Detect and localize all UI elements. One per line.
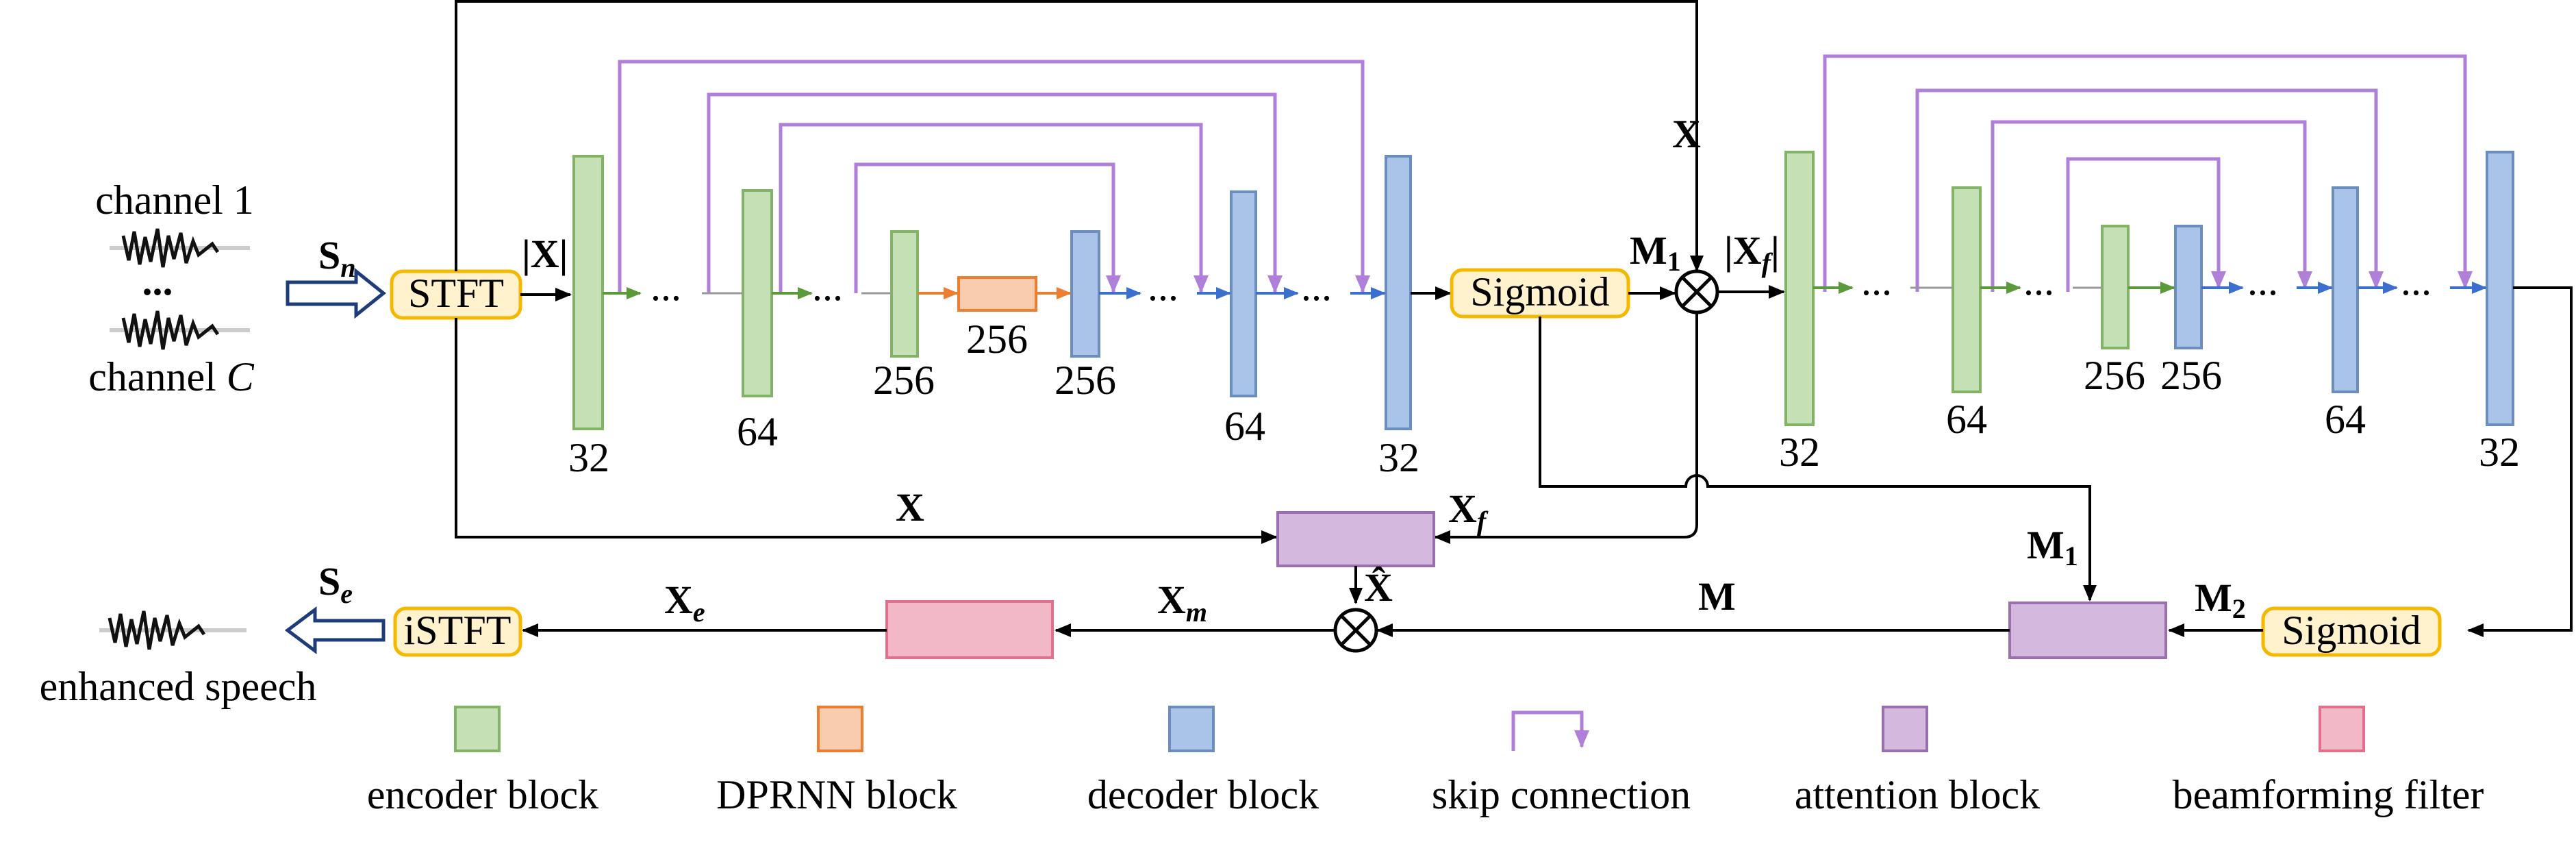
- sn-label: Sn: [318, 233, 356, 283]
- svg-text:Sigmoid: Sigmoid: [1470, 269, 1609, 314]
- abs-x-label: |X|: [522, 232, 568, 276]
- unet2-ch-dec32: 32: [2479, 430, 2520, 475]
- unet2-ch-enc256: 256: [2084, 353, 2145, 398]
- legend: encoder block DPRNN block decoder block …: [367, 706, 2484, 817]
- svg-text:beamforming filter: beamforming filter: [2173, 772, 2484, 817]
- svg-text:...: ...: [812, 264, 843, 309]
- xhat-label: X̂: [1364, 565, 1393, 610]
- svg-text:...: ...: [651, 264, 681, 309]
- waveform-icon: [110, 228, 250, 268]
- unet1-ch-enc32: 32: [568, 435, 609, 480]
- attention-block-1: [1276, 511, 1435, 567]
- unet1-ch-dec64: 64: [1224, 404, 1265, 449]
- unet2-flow: ... ... ... ...: [1813, 258, 2487, 303]
- legend-attention: attention block: [1795, 706, 2040, 817]
- unet1-enc-32: [572, 155, 604, 430]
- unet2-skips: [1823, 54, 2473, 292]
- unet2-dec-64: [2332, 186, 2359, 393]
- waveform-icon: [99, 610, 247, 650]
- sigmoid-op-2: Sigmoid: [2261, 606, 2442, 657]
- svg-text:DPRNN block: DPRNN block: [716, 772, 957, 817]
- unet1-ch-dec256: 256: [1055, 358, 1116, 403]
- unet2-ch-dec256: 256: [2160, 353, 2222, 398]
- svg-text:skip connection: skip connection: [1432, 772, 1691, 817]
- svg-text:STFT: STFT: [408, 271, 504, 316]
- unet2-to-sigmoid2-line: [2467, 286, 2573, 637]
- legend-decoder: decoder block: [1087, 706, 1319, 817]
- unet2-enc-64: [1952, 186, 1982, 393]
- x-bypass-bottom-line: [455, 318, 1278, 544]
- unet1-enc-64: [742, 189, 773, 397]
- svg-text:...: ...: [2247, 258, 2278, 303]
- xe-label: Xe: [664, 578, 705, 628]
- m1-label-top: M1: [1630, 228, 1681, 277]
- unet1-dec-64: [1230, 190, 1257, 397]
- hollow-arrow-out: [284, 606, 386, 654]
- input-section: channel 1 ... channel C Sn: [88, 177, 387, 399]
- unet2-ch-enc32: 32: [1779, 430, 1820, 475]
- se-label: Se: [318, 559, 353, 609]
- beamforming-filter-block: [885, 600, 1054, 659]
- unet1-ch-dec32: 32: [1378, 435, 1419, 480]
- unet1-dec-256: [1070, 230, 1100, 358]
- unet2-ch-enc64: 64: [1946, 397, 1987, 442]
- svg-text:attention block: attention block: [1795, 772, 2040, 817]
- istft-op: iSTFT: [393, 606, 522, 657]
- svg-text:decoder block: decoder block: [1087, 772, 1319, 817]
- waveform-icon: [110, 310, 250, 350]
- attention-block-2: [2008, 602, 2167, 659]
- xm-label: Xm: [1157, 578, 1207, 628]
- channel-1-label: channel 1: [95, 177, 254, 223]
- unet2-enc-32: [1784, 151, 1815, 426]
- legend-beamforming: beamforming filter: [2173, 706, 2484, 817]
- unet1-flow: ... ... ... ...: [603, 264, 1452, 309]
- channel-ellipsis: ...: [142, 258, 173, 303]
- svg-text:...: ...: [2401, 258, 2432, 303]
- legend-skip: skip connection: [1432, 710, 1691, 817]
- sigmoid-op-1: Sigmoid: [1450, 268, 1630, 319]
- m1-label-attn: M1: [2027, 523, 2078, 571]
- multiply-op-1: [1674, 269, 1719, 314]
- svg-text:...: ...: [2023, 258, 2054, 303]
- stft-op: STFT: [390, 269, 522, 320]
- m2-label: M2: [2195, 575, 2246, 624]
- hollow-arrow-in: [286, 267, 387, 319]
- svg-text:...: ...: [1148, 264, 1178, 309]
- svg-text:encoder block: encoder block: [367, 772, 598, 817]
- svg-text:...: ...: [1301, 264, 1332, 309]
- multiply-op-2: [1333, 608, 1378, 653]
- x-bypass-top-line: [455, 0, 1704, 272]
- x-bypass-top-label: X: [1672, 112, 1701, 156]
- xf-label: Xf: [1448, 486, 1489, 536]
- enhanced-speech-label: enhanced speech: [40, 664, 317, 709]
- x-bypass-bottom-label: X: [896, 485, 924, 530]
- svg-text:iSTFT: iSTFT: [404, 608, 512, 653]
- legend-encoder: encoder block: [367, 706, 598, 817]
- abs-xf-label: |Xf|: [1724, 228, 1780, 278]
- m-label: M: [1698, 574, 1736, 619]
- unet2-enc-256: [2101, 225, 2130, 349]
- unet1-dprnn-256: [957, 276, 1037, 312]
- svg-text:Sigmoid: Sigmoid: [2282, 608, 2421, 653]
- unet1-dec-32: [1385, 155, 1412, 430]
- svg-text:...: ...: [1861, 258, 1892, 303]
- unet1-ch-enc256: 256: [873, 358, 935, 403]
- unet2-dec-256: [2174, 225, 2203, 349]
- unet1-ch-enc64: 64: [737, 409, 778, 454]
- channel-c-label: channel C: [88, 354, 255, 399]
- legend-dprnn: DPRNN block: [716, 706, 957, 817]
- unet2-dec-32: [2486, 151, 2514, 426]
- unet2-ch-dec64: 64: [2325, 397, 2366, 442]
- unet1-skips: [618, 60, 1370, 293]
- unet1-enc-256: [890, 230, 919, 358]
- xf-to-attention1-line: [1434, 312, 1698, 544]
- unet1-ch-dprnn: 256: [966, 317, 1028, 362]
